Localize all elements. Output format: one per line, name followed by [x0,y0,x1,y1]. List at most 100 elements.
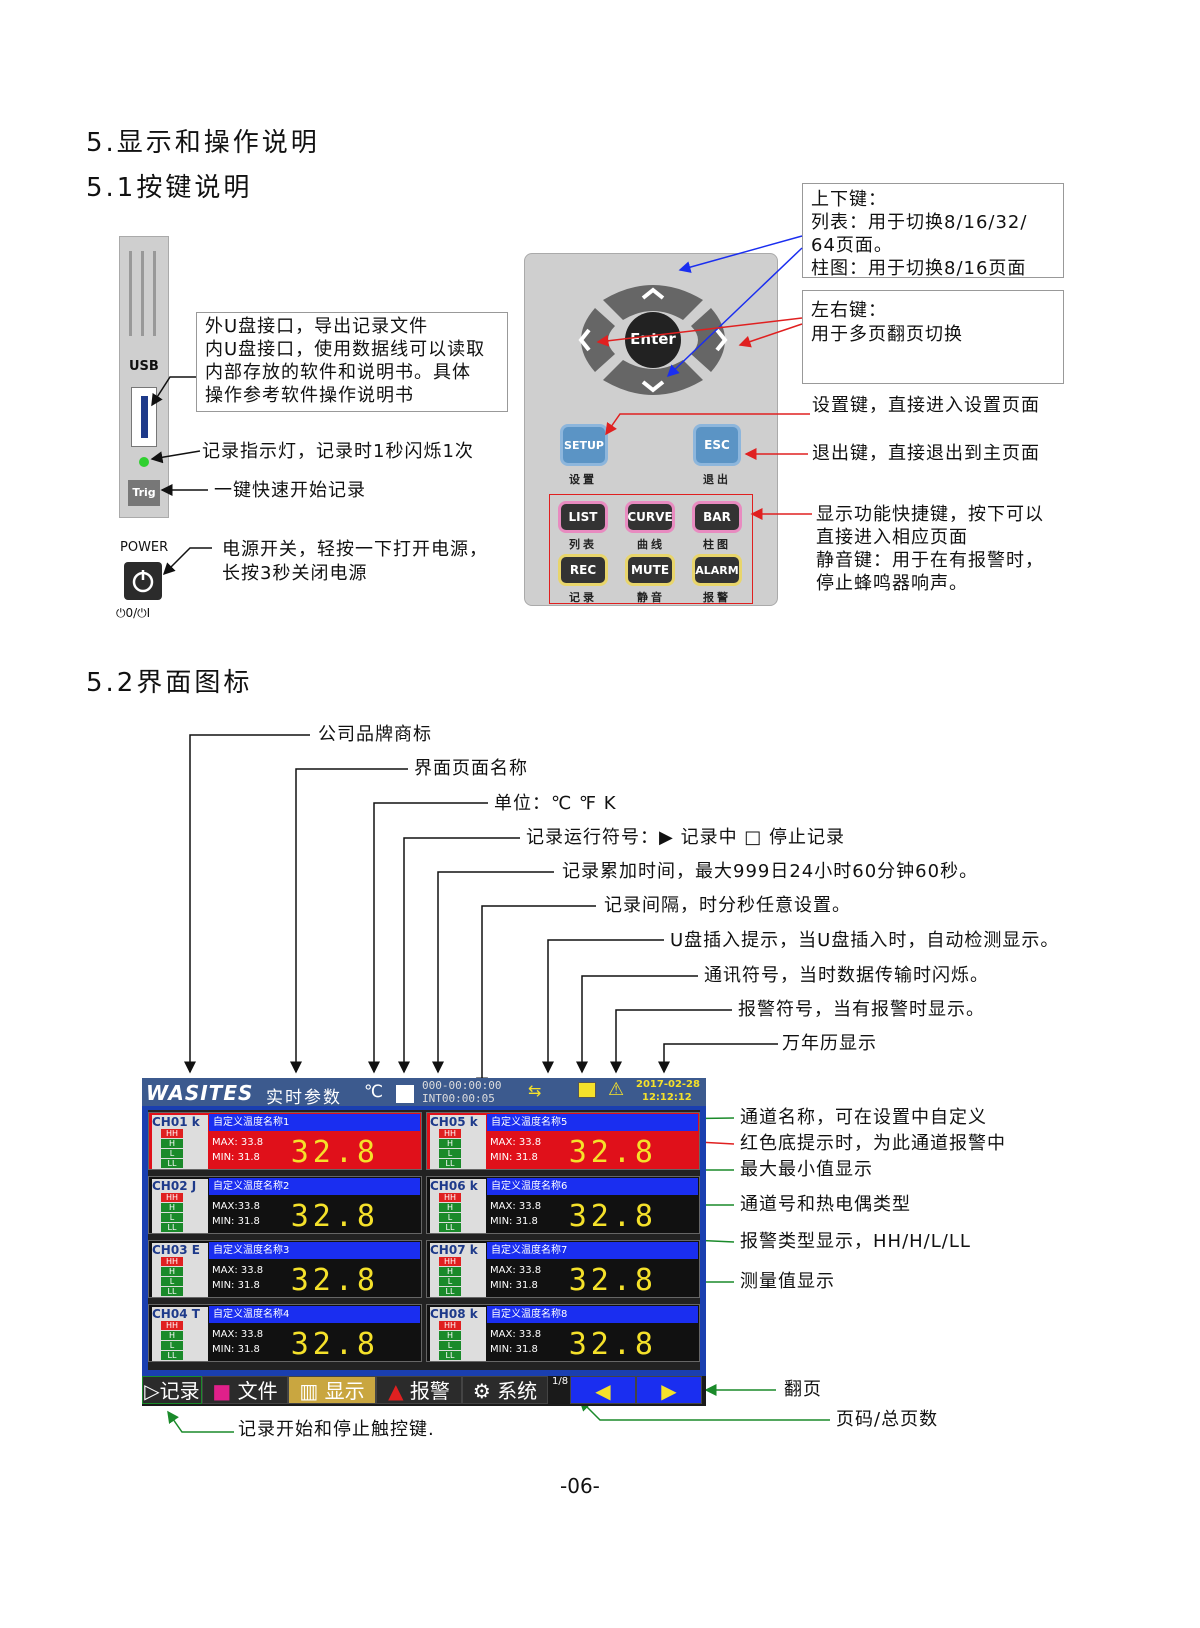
alarm-menu-button[interactable]: ▲ 报警 [376,1376,462,1404]
keypad-panel: Enter SETUP 设置 ESC 退出 LIST 列表 CURVE 曲线 B… [524,253,778,606]
channel-value: 32.8 [568,1199,657,1234]
curve-button[interactable]: CURVE [625,501,675,533]
channel-min: MIN: 31.8 [490,1344,538,1355]
chart-icon: ▥ [299,1379,325,1403]
trig-note: 一键快速开始记录 [214,480,366,501]
updown-note: 上下键：列表：用于切换8/16/32/ 64页面。柱图：用于切换8/16页面 [802,183,1064,279]
mute-button[interactable]: MUTE [625,554,675,586]
usb-label: USB [129,359,159,374]
channel-name: 自定义温度名称7 [487,1242,698,1259]
alarm-level-h: H [439,1267,461,1276]
channel-name: 自定义温度名称2 [209,1178,420,1195]
alarm-button[interactable]: ALARM [692,554,742,586]
callout-total-time: 记录累加时间，最大999日24小时60分钟60秒。 [562,861,979,882]
page-next-button[interactable]: ▶ [636,1376,702,1404]
setup-note: 设置键，直接进入设置页面 [812,395,1040,416]
usb-note: 外U盘接口，导出记录文件内U盘接口，使用数据线可以读取 内部存放的软件和说明书。… [196,312,508,412]
comm-icon [578,1082,596,1098]
section-title: 5.显示和操作说明 [86,128,320,158]
channel-value: 32.8 [290,1327,379,1362]
unit-indicator: ℃ [364,1082,384,1102]
brand-logo: WASITES [146,1081,254,1105]
power-icon [132,570,154,593]
setup-label: 设置 [569,473,597,486]
display-button[interactable]: ▥ 显示 [288,1376,376,1404]
alarm-level-h: H [439,1139,461,1148]
trig-button[interactable]: Trig [128,480,160,506]
alarm-level-hh: HH [439,1321,461,1330]
bar-button[interactable]: BAR [692,501,742,533]
subsection-icons: 5.2界面图标 [86,668,253,698]
callout-channel-type: 通道号和热电偶类型 [740,1194,911,1215]
usb-port[interactable] [131,387,157,447]
alarm-level-h: H [161,1139,183,1148]
channel-max: MAX:33.8 [212,1201,260,1212]
alarm-level-h: H [439,1203,461,1212]
esc-button[interactable]: ESC [693,424,741,466]
record-led [139,457,149,467]
alarm-level-h: H [161,1267,183,1276]
callout-comm: 通讯符号，当时数据传输时闪烁。 [704,965,989,986]
page-prev-button[interactable]: ◀ [570,1376,636,1404]
callout-alarm-type: 报警类型显示，HH/H/L/LL [740,1231,971,1252]
setup-button[interactable]: SETUP [560,424,608,466]
channel-value: 32.8 [568,1263,657,1298]
leftright-note: 左右键：用于多页翻页切换 [802,290,1064,384]
power-mark: ⏻0/⏻I [116,606,151,620]
record-touch-button[interactable]: ▷记录 [142,1376,202,1404]
instrument-screen: WASITES 实时参数 ℃ 000-00:00:00 INT00:00:05 … [142,1078,706,1406]
alarm-level-hh: HH [439,1129,461,1138]
callout-calendar: 万年历显示 [782,1033,877,1054]
key-leader-lines [150,235,812,576]
callout-channel-name: 通道名称，可在设置中自定义 [740,1107,987,1128]
date-display: 2017-02-28 [636,1079,700,1090]
power-note: 电源开关，轻按一下打开电源，长按3秒关闭电源 [222,539,488,584]
file-button[interactable]: ■ 文件 [202,1376,288,1404]
alarm-level-l: L [161,1149,183,1158]
channel-max: MAX: 33.8 [490,1329,542,1340]
alarm-level-l: L [439,1277,461,1286]
screen-header: WASITES 实时参数 ℃ 000-00:00:00 INT00:00:05 … [142,1078,706,1108]
function-keys-frame [549,494,753,604]
rec-button[interactable]: REC [558,554,608,586]
system-button[interactable]: ⚙ 系统 [462,1376,548,1404]
total-time: 000-00:00:00 [422,1079,502,1092]
channel-max: MAX: 33.8 [212,1329,264,1340]
callout-alarm-symbol: 报警符号，当有报警时显示。 [738,999,985,1020]
channel-max: MAX: 33.8 [212,1137,264,1148]
channel-name: 自定义温度名称4 [209,1306,420,1323]
list-button[interactable]: LIST [558,501,608,533]
channel-max: MAX: 33.8 [490,1265,542,1276]
power-button[interactable] [124,562,162,600]
channel-name: 自定义温度名称6 [487,1178,698,1195]
alarm-level-l: L [161,1277,183,1286]
alarm-level-l: L [161,1213,183,1222]
file-icon: ■ [212,1379,238,1403]
callout-page-num: 页码/总页数 [836,1409,939,1430]
channel-max: MAX: 33.8 [490,1201,542,1212]
arrow-ring [578,285,728,395]
channel-min: MIN: 31.8 [212,1152,260,1163]
alarm-level-hh: HH [161,1321,183,1330]
page-number: -06- [560,1474,600,1498]
power-label: POWER [120,540,169,555]
channel-value: 32.8 [290,1135,379,1170]
callout-measure: 测量值显示 [740,1271,835,1292]
channel-name: 自定义温度名称5 [487,1114,698,1131]
usb-icon: ⇆ [528,1081,542,1100]
callout-page-flip: 翻页 [784,1379,822,1400]
callout-unit: 单位：℃ ℉ K [494,793,617,814]
alarm-level-ll: LL [161,1287,183,1296]
channel-value: 32.8 [290,1263,379,1298]
esc-label: 退出 [703,473,731,486]
alarm-level-h: H [439,1331,461,1340]
